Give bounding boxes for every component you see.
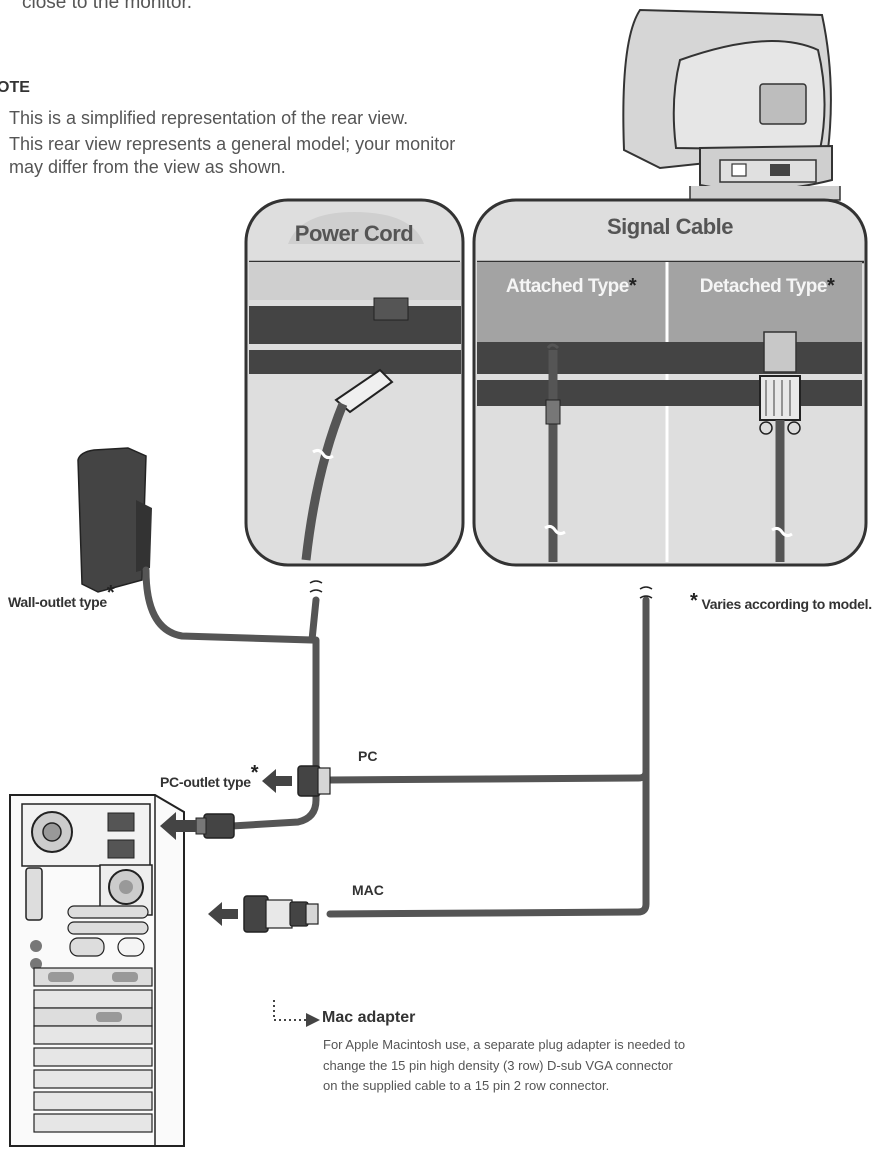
pc-label: PC [358, 748, 378, 764]
wall-outlet-label: Wall-outlet type* [8, 582, 115, 610]
varies-note: *Varies according to model. [690, 590, 872, 612]
arrow-icon [160, 812, 196, 840]
note-title: OTE [0, 79, 30, 96]
note-line-2: This rear view represents a general mode… [9, 134, 456, 154]
mac-adapter-title: Mac adapter [322, 1009, 416, 1026]
pc-outlet-label: PC-outlet type* [160, 762, 259, 790]
arrow-icon [306, 1013, 320, 1027]
arrow-icon [262, 769, 292, 793]
mac-label: MAC [352, 882, 384, 898]
dotted-pointer [273, 1000, 306, 1021]
mac-adapter-connector [243, 895, 319, 933]
intro-text: close to the monitor. [22, 0, 193, 13]
mac-desc-line-2: change the 15 pin high density (3 row) D… [323, 1058, 673, 1073]
signal-cable-panel [472, 198, 868, 567]
mac-desc-line-3: on the supplied cable to a 15 pin 2 row … [323, 1078, 610, 1093]
note-line-3: may differ from the view as shown. [9, 157, 286, 177]
power-cord-title: Power Cord [294, 221, 414, 246]
wall-outlet-illustration [77, 447, 152, 593]
detached-type-title: Detached Type* [699, 275, 835, 297]
signal-cable-title: Signal Cable [606, 214, 734, 239]
arrow-icon [208, 902, 238, 926]
attached-type-title: Attached Type* [505, 275, 637, 297]
monitor-rear-illustration [622, 8, 841, 201]
power-cord-panel [244, 198, 465, 567]
pc-vga-connector [297, 765, 331, 797]
cables [142, 566, 650, 918]
note-line-1: This is a simplified representation of t… [9, 108, 409, 128]
pc-power-plug [195, 813, 235, 839]
pc-tower-illustration [9, 794, 185, 1147]
cable-break-marks [309, 580, 653, 599]
mac-desc-line-1: For Apple Macintosh use, a separate plug… [323, 1037, 686, 1052]
